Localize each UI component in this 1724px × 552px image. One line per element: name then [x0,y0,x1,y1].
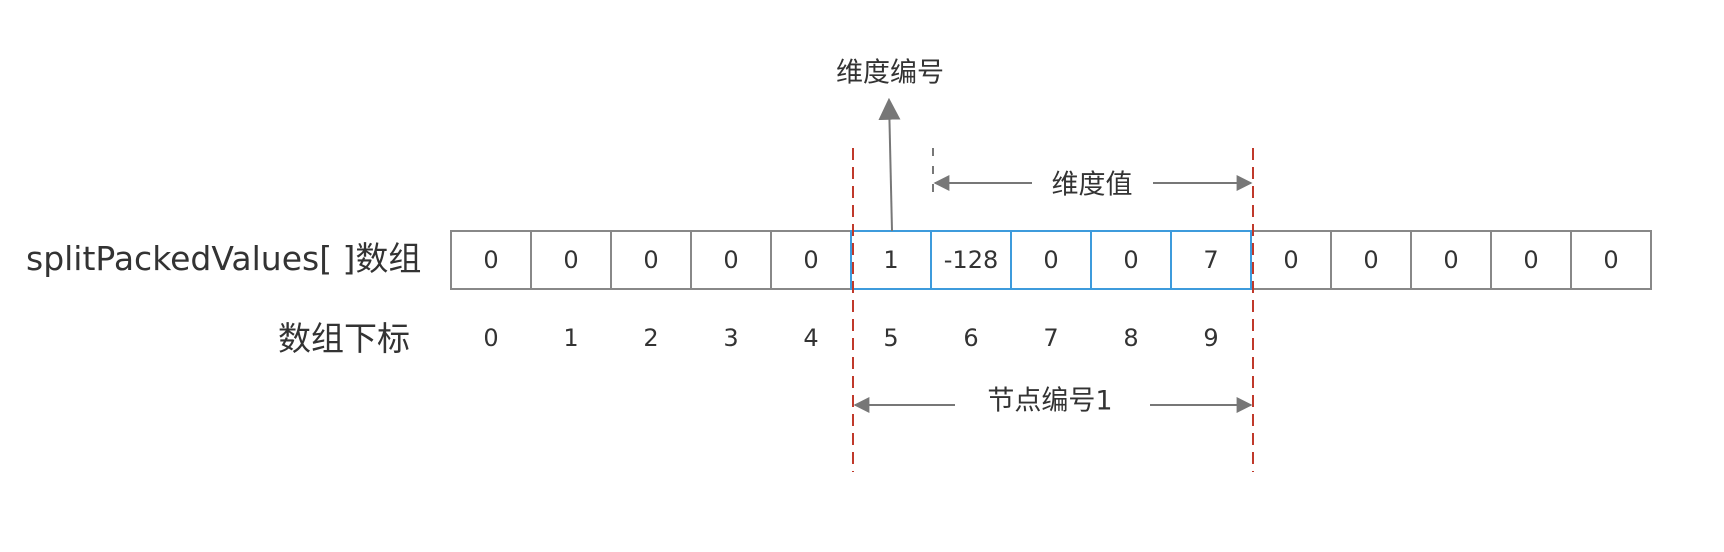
array-index-2: 2 [643,324,658,352]
array-cell-4 [770,230,852,290]
array-cell-highlighted-8 [1090,230,1172,290]
array-cell-value-4: 0 [803,246,818,274]
array-cell-highlighted-7 [1010,230,1092,290]
array-cell-value-3: 0 [723,246,738,274]
dimension-number-arrow [878,97,901,232]
array-cell-11 [1330,230,1412,290]
array-cell-value-12: 0 [1443,246,1458,274]
array-cell-value-11: 0 [1363,246,1378,274]
array-cell-14 [1570,230,1652,290]
array-index-9: 9 [1203,324,1218,352]
array-cells: 0 0 0 0 0 1 -128 0 0 7 0 0 0 0 0 [450,230,1652,290]
array-cell-value-14: 0 [1603,246,1618,274]
index-title: 数组下标 [278,319,410,358]
array-cell-highlighted-6 [930,230,1012,290]
array-cell-value-2: 0 [643,246,658,274]
array-cell-highlighted-9 [1170,230,1252,290]
array-cell-1 [530,230,612,290]
array-index-3: 3 [723,324,738,352]
array-cell-value-1: 0 [563,246,578,274]
array-cell-0 [450,230,532,290]
array-index-0: 0 [483,324,498,352]
array-cell-value-13: 0 [1523,246,1538,274]
array-cell-13 [1490,230,1572,290]
array-index-1: 1 [563,324,578,352]
array-index-4: 4 [803,324,818,352]
array-cell-value-8: 0 [1123,246,1138,274]
array-index-6: 6 [963,324,978,352]
array-cell-value-0: 0 [483,246,498,274]
array-index-5: 5 [883,324,898,352]
array-index-7: 7 [1043,324,1058,352]
dimension-number-label: 维度编号 [836,57,944,89]
array-cell-2 [610,230,692,290]
array-indices: 0 1 2 3 4 5 6 7 8 9 [483,324,1218,352]
array-index-8: 8 [1123,324,1138,352]
array-cell-value-10: 0 [1283,246,1298,274]
node-number-label: 节点编号1 [987,385,1113,417]
array-cell-value-5: 1 [883,246,898,274]
array-cell-value-7: 0 [1043,246,1058,274]
dimension-value-label: 维度值 [1051,169,1133,201]
array-cell-12 [1410,230,1492,290]
array-cell-value-9: 7 [1203,246,1218,274]
array-title: splitPackedValues[ ]数组 [26,239,422,278]
array-cell-value-6: -128 [944,246,998,274]
